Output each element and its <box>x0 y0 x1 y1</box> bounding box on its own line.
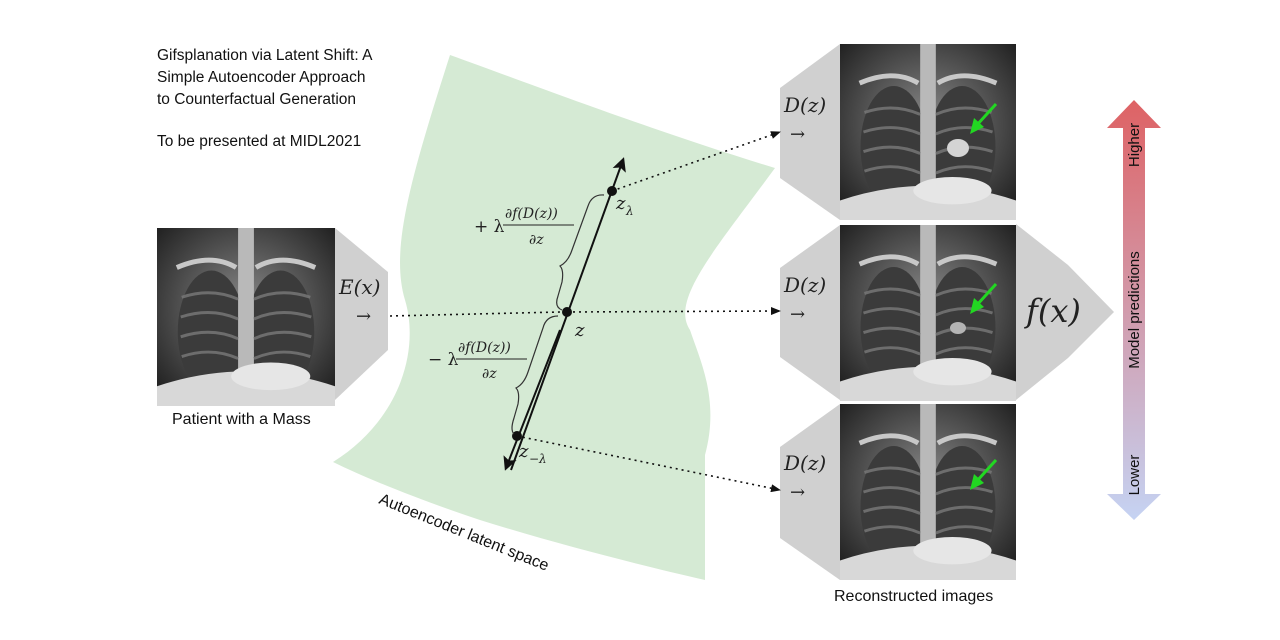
input-xray-image <box>157 228 335 406</box>
grad-numerator-upper: ∂f(D(z)) <box>505 206 558 222</box>
grad-numerator-lower: ∂f(D(z)) <box>458 340 511 356</box>
plus-lambda-label: + λ <box>474 217 505 237</box>
reconstructed-xray-top <box>840 44 1016 220</box>
encoder-to-z-arrow <box>389 311 561 317</box>
decoder-label-top: D(z) <box>783 93 826 117</box>
mass-blob-middle <box>950 322 966 334</box>
encoder-arrow-glyph: → <box>356 306 371 327</box>
latent-direction-axis-lower <box>503 329 561 471</box>
brace-lower <box>511 315 559 435</box>
decoder-arrow-bottom: → <box>790 482 805 503</box>
decoder-arrow-middle: → <box>790 304 805 325</box>
z-minus-to-bottom-arrow <box>516 435 781 493</box>
grad-denominator-upper: ∂z <box>529 232 544 248</box>
decoder-trapezoid-middle <box>780 225 840 400</box>
title-line-1: Gifsplanation via Latent Shift: A <box>157 47 373 64</box>
mass-blob-top <box>947 139 969 157</box>
predictions-high-label: Higher <box>1126 123 1143 167</box>
predictions-low-label: Lower <box>1126 455 1143 496</box>
green-arrow-top <box>970 102 998 134</box>
minus-lambda-label: − λ <box>428 350 459 370</box>
decoder-trapezoid-top <box>780 44 840 220</box>
grad-denominator-lower: ∂z <box>482 366 497 382</box>
point-z-minus <box>512 431 522 441</box>
brace-upper <box>556 194 605 311</box>
input-caption: Patient with a Mass <box>172 411 311 428</box>
reconstructed-xray-middle <box>840 225 1016 401</box>
decoder-label-bottom: D(z) <box>783 451 826 475</box>
decoder-label-middle: D(z) <box>783 273 826 297</box>
decoder-trapezoid-bottom <box>780 404 840 580</box>
latent-space-sheet <box>333 55 775 580</box>
output-caption: Reconstructed images <box>834 588 994 605</box>
predictions-axis-label: Model predictions <box>1126 251 1143 369</box>
green-arrow-bottom <box>970 458 998 490</box>
reconstructed-xray-bottom <box>840 404 1016 580</box>
point-z-plus <box>607 186 617 196</box>
encoder-label: E(x) <box>338 275 380 299</box>
prediction-gradient-arrow <box>1107 100 1161 520</box>
title-line-3: to Counterfactual Generation <box>157 91 357 108</box>
point-z <box>562 307 572 317</box>
label-z-plus-sub: λ <box>625 204 634 218</box>
decoder-arrow-top: → <box>790 124 805 145</box>
classifier-trapezoid <box>1016 224 1114 400</box>
presentation-note: To be presented at MIDL2021 <box>157 133 362 150</box>
green-arrow-middle <box>970 282 998 314</box>
encoder-trapezoid <box>335 228 388 400</box>
label-z-minus: z <box>518 441 529 462</box>
classifier-label: f(x) <box>1024 292 1081 330</box>
title-line-2: Simple Autoencoder Approach <box>157 69 366 86</box>
label-z-plus: z <box>615 193 626 214</box>
label-z-minus-sub: −λ <box>529 452 547 466</box>
label-z: z <box>574 320 585 341</box>
